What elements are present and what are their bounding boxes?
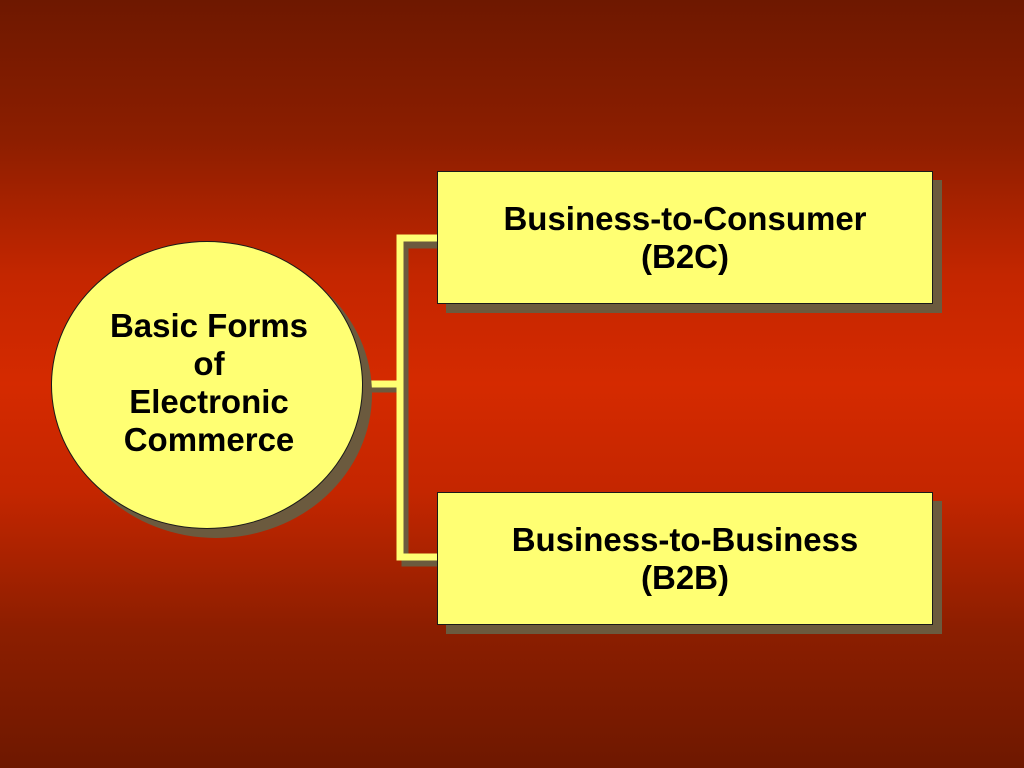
b2c-abbr: (B2C) — [641, 237, 729, 275]
root-node: Basic Forms of Electronic Commerce — [51, 241, 363, 529]
connector-to-b2b — [396, 384, 437, 561]
connector-to-b2c — [362, 234, 437, 388]
b2c-title: Business-to-Consumer — [503, 199, 867, 237]
connector-shadow-lower — [401, 389, 446, 567]
b2c-node: Business-to-Consumer (B2C) — [437, 171, 933, 304]
root-node-label: Basic Forms of Electronic Commerce — [109, 307, 309, 458]
b2b-abbr: (B2B) — [641, 558, 729, 596]
b2b-node: Business-to-Business (B2B) — [437, 492, 933, 625]
b2b-title: Business-to-Business — [511, 520, 859, 558]
connector-shadow — [367, 241, 446, 393]
